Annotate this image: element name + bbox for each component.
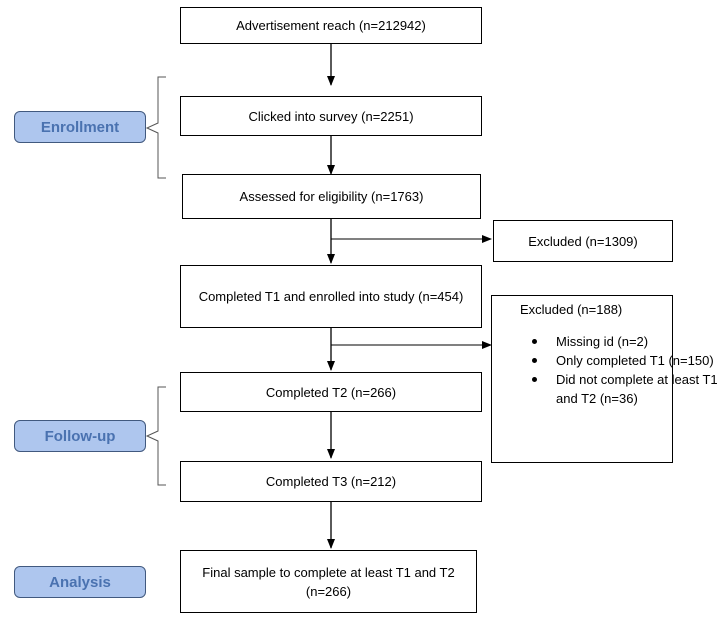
- follow-up-bracket: [145, 386, 166, 486]
- excluded-2-list: Missing id (n=2) Only completed T1 (n=15…: [492, 332, 726, 408]
- enrollment-bracket: [145, 76, 166, 179]
- enrollment-stage-label: Enrollment: [14, 111, 146, 143]
- flow-diagram: Advertisement reach (n=212942) Clicked i…: [14, 7, 718, 613]
- completed-t2-box: Completed T2 (n=266): [180, 372, 482, 412]
- assessed-eligibility-box: Assessed for eligibility (n=1763): [182, 174, 481, 219]
- excluded-1-box: Excluded (n=1309): [493, 220, 673, 262]
- completed-t1-box: Completed T1 and enrolled into study (n=…: [180, 265, 482, 328]
- final-sample-box: Final sample to complete at least T1 and…: [180, 550, 477, 613]
- list-item: Missing id (n=2): [492, 332, 726, 351]
- analysis-stage-label: Analysis: [14, 566, 146, 598]
- advertisement-reach-box: Advertisement reach (n=212942): [180, 7, 482, 44]
- excluded-2-heading: Excluded (n=188): [520, 302, 623, 317]
- clicked-survey-box: Clicked into survey (n=2251): [180, 96, 482, 136]
- list-item: Only completed T1 (n=150): [492, 351, 726, 370]
- list-item: Did not complete at least T1 and T2 (n=3…: [492, 370, 726, 408]
- excluded-2-box: Excluded (n=188) Missing id (n=2) Only c…: [491, 295, 718, 463]
- connectors: [145, 44, 492, 549]
- completed-t3-box: Completed T3 (n=212): [180, 461, 482, 502]
- follow-up-stage-label: Follow-up: [14, 420, 146, 452]
